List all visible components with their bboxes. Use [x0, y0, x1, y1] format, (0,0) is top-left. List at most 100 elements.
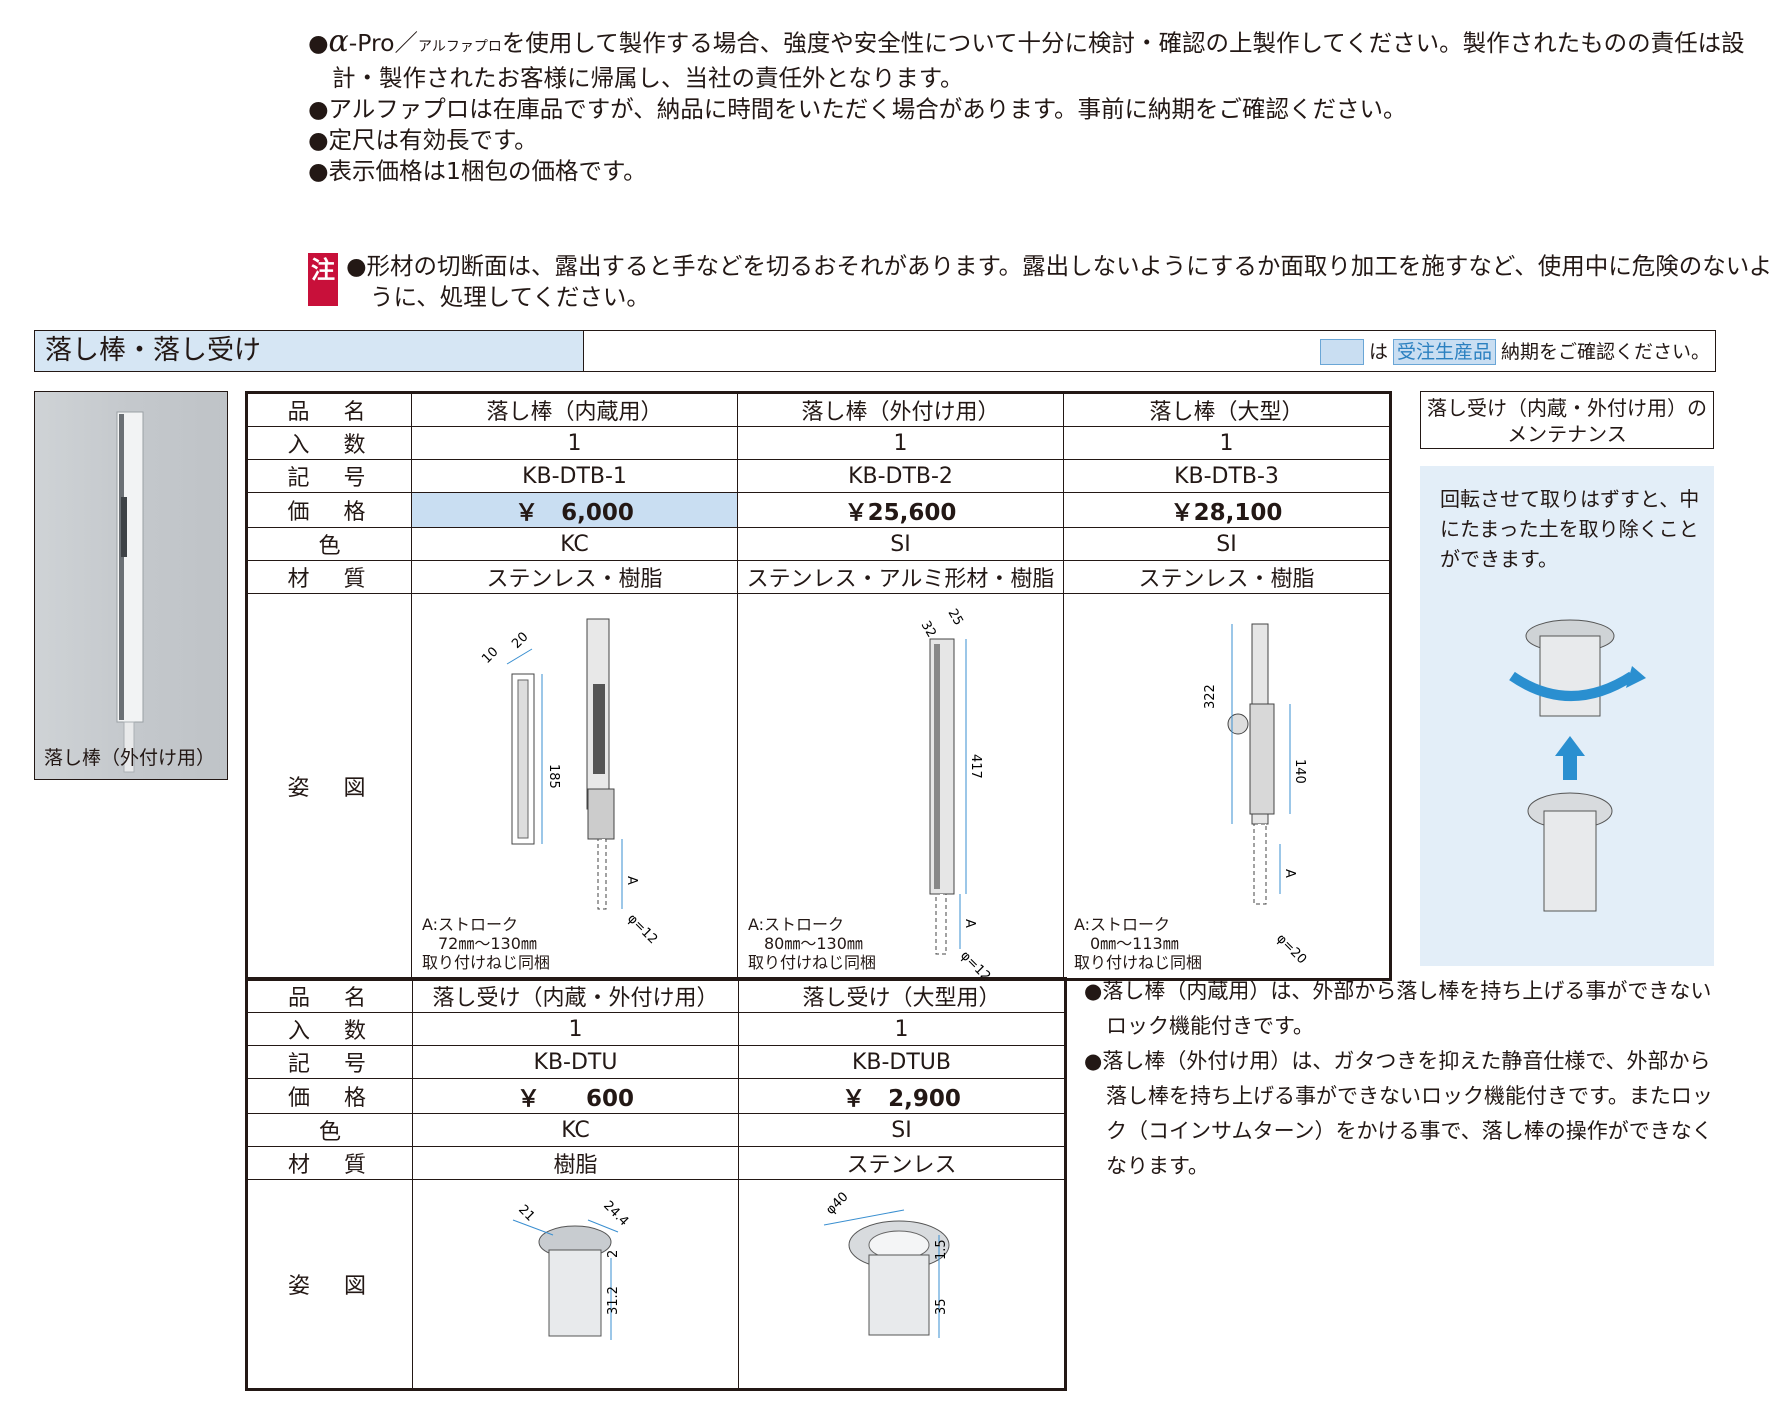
row-label: 色 [246, 1113, 413, 1147]
dim-label: φ=20 [1273, 931, 1309, 967]
dim-label: 35 [934, 1298, 949, 1315]
product-name: 落し受け（大型用） [738, 978, 1066, 1013]
product-color: SI [1063, 527, 1391, 561]
product-code: KB-DTUB [738, 1045, 1066, 1079]
product-price: ￥25,600 [737, 492, 1064, 528]
legend-label: 受注生産品 [1392, 339, 1496, 365]
product-code: KB-DTU [412, 1045, 739, 1079]
table-row: 色 KC SI SI [246, 527, 1391, 561]
photo-caption: 落し棒（外付け用） [44, 747, 216, 769]
drop-bolt-photo-icon [116, 411, 144, 773]
row-label: 姿 図 [246, 593, 412, 980]
note-3: ●定尺は有効長です。 [308, 126, 538, 154]
product-code: KB-DTB-3 [1063, 459, 1391, 493]
dim-label: 417 [968, 754, 983, 779]
note-4: ●表示価格は1梱包の価格です。 [308, 157, 647, 185]
product-color: KC [411, 527, 738, 561]
stroke-note: A:ストローク 72㎜～130㎜ 取り付けねじ同梱 [422, 915, 551, 972]
dim-label: A [1282, 869, 1297, 878]
table-row: 記 号 KB-DTU KB-DTUB [246, 1045, 1066, 1079]
product-price: ￥ 6,000 [411, 492, 738, 528]
dim-label: 10 [479, 645, 501, 667]
row-label: 品 名 [246, 978, 413, 1013]
feature-note: ●落し棒（外付け用）は、ガタつきを抑えた静音仕様で、外部から落し棒を持ち上げる事… [1084, 1049, 1713, 1178]
receiver-large-drawing-icon: φ40 1.5 35 [823, 1189, 950, 1338]
receiver-spec-table: 品 名 落し受け（内蔵・外付け用） 落し受け（大型用） 入 数 1 1 記 号 … [245, 977, 1067, 1391]
drop-bolt-spec-table: 品 名 落し棒（内蔵用） 落し棒（外付け用） 落し棒（大型） 入 数 1 1 1… [245, 391, 1392, 984]
dim-label: A [962, 919, 977, 928]
row-label: 価 格 [246, 492, 412, 528]
product-name: 落し棒（外付け用） [737, 392, 1064, 427]
stroke-note: A:ストローク 0㎜～113㎜ 取り付けねじ同梱 [1074, 915, 1203, 972]
dim-label: 322 [1203, 684, 1218, 709]
table-row: 品 名 落し棒（内蔵用） 落し棒（外付け用） 落し棒（大型） [246, 392, 1391, 427]
dim-label: 31.2 [606, 1286, 621, 1315]
table-row: 価 格 ￥ 600 ￥ 2,900 [246, 1078, 1066, 1114]
table-row: 姿 図 10 20 185 A φ=12 A:ストローク 72㎜～130㎜ 取り… [246, 593, 1391, 984]
section-title: 落し棒・落し受け [35, 331, 584, 371]
product-name: 落し棒（内蔵用） [411, 392, 738, 427]
product-qty: 1 [412, 1012, 739, 1046]
table-row: 価 格 ￥ 6,000 ￥25,600 ￥28,100 [246, 492, 1391, 528]
table-row: 色 KC SI [246, 1113, 1066, 1147]
dim-label: 20 [509, 630, 531, 652]
product-qty: 1 [737, 426, 1064, 460]
table-row: 入 数 1 1 1 [246, 426, 1391, 460]
product-material: 樹脂 [412, 1146, 739, 1180]
dim-label: φ40 [823, 1189, 851, 1217]
caution-badge: 注 [308, 253, 338, 306]
notes-block: ●α-Pro／アルファプロを使用して製作する場合、強度や安全性について十分に検討… [308, 26, 1745, 187]
maintenance-text: 回転させて取りはずすと、中にたまった土を取り除くことができます。 [1440, 487, 1700, 571]
product-color: SI [737, 527, 1064, 561]
dim-label: 25 [945, 607, 966, 629]
product-code: KB-DTB-1 [411, 459, 738, 493]
drop-bolt-large-drawing-icon: 322 140 A φ=20 [1203, 623, 1309, 967]
maintenance-panel [1420, 466, 1714, 966]
table-row: 記 号 KB-DTB-1 KB-DTB-2 KB-DTB-3 [246, 459, 1391, 493]
product-qty: 1 [738, 1012, 1066, 1046]
dim-label: A [624, 876, 639, 885]
product-color: KC [412, 1113, 739, 1147]
product-name: 落し受け（内蔵・外付け用） [412, 978, 739, 1013]
figure-cell: 10 20 185 A φ=12 A:ストローク 72㎜～130㎜ 取り付けねじ… [411, 593, 738, 980]
product-material: ステンレス [738, 1146, 1066, 1180]
made-to-order-legend: は 受注生産品 納期をご確認ください。 [1319, 338, 1710, 366]
row-label: 価 格 [246, 1078, 413, 1114]
legend-swatch [1319, 339, 1364, 365]
product-code: KB-DTB-2 [737, 459, 1064, 493]
note-1-cont: 計・製作されたお客様に帰属し、当社の責任外となります。 [332, 64, 964, 92]
table-row: 入 数 1 1 [246, 1012, 1066, 1046]
table-row: 姿 図 21 24.4 2 31.2 φ40 1.5 [246, 1179, 1066, 1390]
dim-label: 21 [515, 1202, 537, 1224]
caution-text: ●形材の切断面は、露出すると手などを切るおそれがあります。露出しないようにするか… [346, 252, 1772, 311]
figure-cell: 21 24.4 2 31.2 [412, 1179, 739, 1390]
product-color: SI [738, 1113, 1066, 1147]
row-label: 記 号 [246, 1045, 413, 1079]
section-bar [34, 330, 1716, 372]
product-name: 落し棒（大型） [1063, 392, 1391, 427]
row-label: 姿 図 [246, 1179, 413, 1390]
dim-label: 185 [546, 764, 561, 789]
maintenance-title: 落し受け（内蔵・外付け用）の メンテナンス [1420, 391, 1714, 449]
figure-cell: φ40 1.5 35 [738, 1179, 1066, 1390]
stroke-note: A:ストローク 80㎜～130㎜ 取り付けねじ同梱 [748, 915, 877, 972]
receiver-internal-drawing-icon: 21 24.4 2 31.2 [512, 1198, 631, 1340]
product-photo [34, 391, 228, 780]
table-row: 品 名 落し受け（内蔵・外付け用） 落し受け（大型用） [246, 978, 1066, 1013]
dim-label: 1.5 [934, 1239, 949, 1260]
row-label: 入 数 [246, 426, 412, 460]
figure-cell: 322 140 A φ=20 A:ストローク 0㎜～113㎜ 取り付けねじ同梱 [1063, 593, 1391, 980]
table-row: 材 質 樹脂 ステンレス [246, 1146, 1066, 1180]
dim-label: 140 [1292, 759, 1307, 784]
table-row: 材 質 ステンレス・樹脂 ステンレス・アルミ形材・樹脂 ステンレス・樹脂 [246, 560, 1391, 594]
row-label: 材 質 [246, 1146, 413, 1180]
product-price: ￥ 2,900 [738, 1078, 1066, 1114]
dim-label: 2 [606, 1250, 621, 1258]
dim-label: 32 [918, 619, 939, 641]
feature-notes: ●落し棒（内蔵用）は、外部から落し棒を持ち上げる事ができないロック機能付きです。… [1084, 974, 1724, 1184]
figure-cell: 32 25 417 A φ=12 A:ストローク 80㎜～130㎜ 取り付けねじ… [737, 593, 1064, 984]
row-label: 色 [246, 527, 412, 561]
receiver-maintenance-illustration-icon [1509, 619, 1646, 912]
product-price: ￥28,100 [1063, 492, 1391, 528]
product-material: ステンレス・樹脂 [411, 560, 738, 594]
